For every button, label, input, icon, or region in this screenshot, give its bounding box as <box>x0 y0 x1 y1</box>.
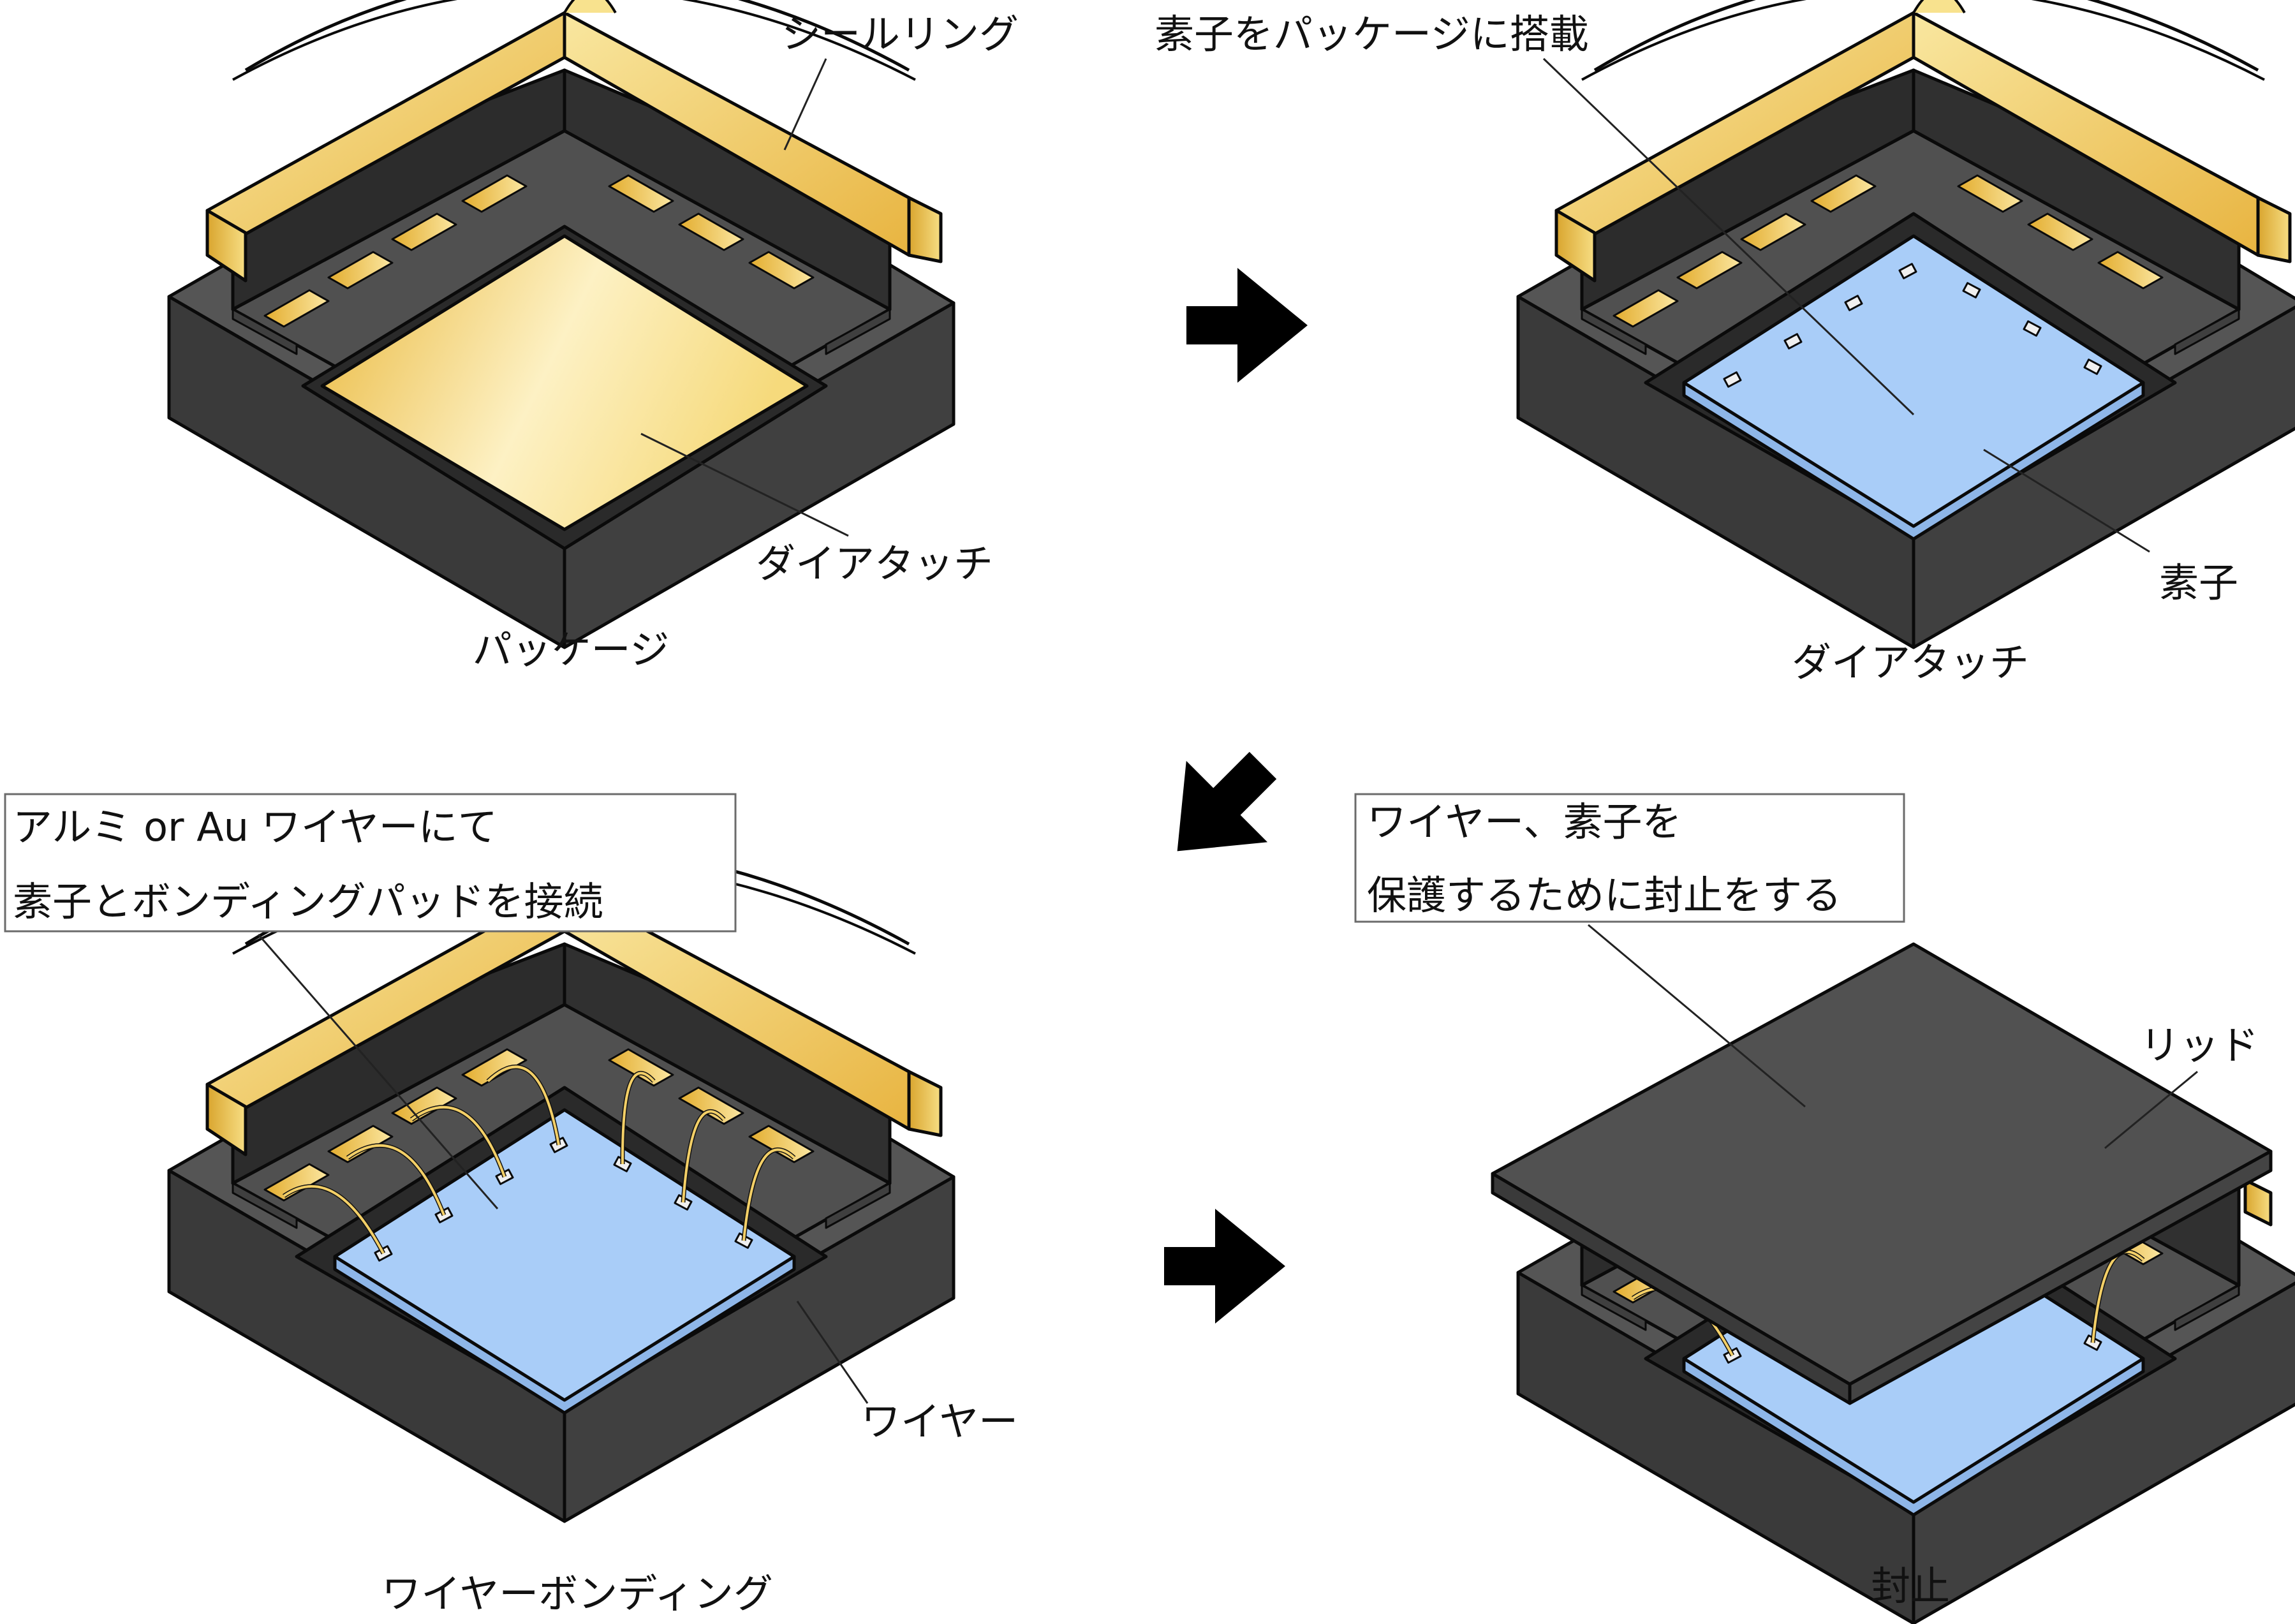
sealing-diagram <box>1491 942 2295 1623</box>
wire-label: ワイヤー <box>861 1398 1018 1445</box>
arrow-right-icon <box>1186 268 1308 383</box>
element-label: 素子 <box>2159 559 2238 606</box>
mount-label: 素子をパッケージに搭載 <box>1155 11 1589 57</box>
seal-ring-label: シールリング <box>781 11 1019 57</box>
arrow-right-icon <box>1164 1209 1285 1324</box>
wire-note-line1: アルミ or Au ワイヤーにて <box>13 804 498 850</box>
arrow-down-left-icon <box>1137 725 1304 892</box>
wire-note-box <box>4 793 737 933</box>
step3-caption: ワイヤーボンディング <box>381 1570 773 1617</box>
step4-caption: 封止 <box>1871 1563 1950 1609</box>
step2-caption: ダイアタッチ <box>1792 639 2029 686</box>
step1-caption: パッケージ <box>473 626 670 673</box>
lid-label: リッド <box>2140 1022 2259 1068</box>
seal-note-box <box>1354 793 1905 923</box>
seal-note-line2: 保護するために封止をする <box>1367 872 1841 919</box>
seal-note-line1: ワイヤー、素子を <box>1367 799 1682 845</box>
die-attach-diagram <box>1518 0 2295 647</box>
wire-bonding-diagram <box>169 848 954 1521</box>
die-attach-label: ダイアタッチ <box>756 540 993 587</box>
wire-note-line2: 素子とボンディングパッドを接続 <box>13 878 603 925</box>
